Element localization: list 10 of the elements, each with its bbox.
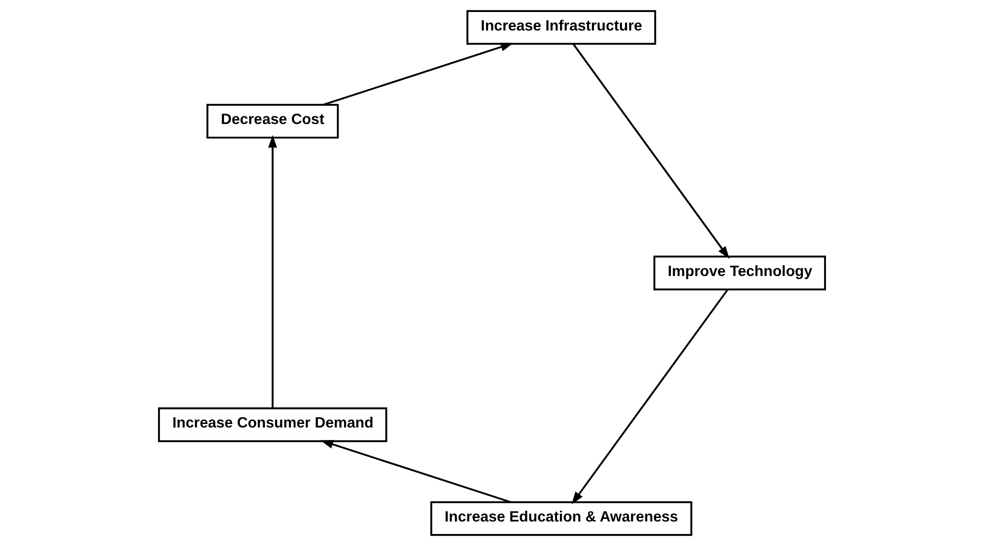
node-box: Decrease Cost (206, 104, 339, 139)
node-box: Improve Technology (653, 256, 826, 290)
arrow (572, 43, 730, 259)
arrow (572, 288, 728, 504)
node-box: Increase Education & Awareness (430, 501, 692, 536)
arrow (320, 440, 511, 503)
node-box: Increase Infrastructure (466, 10, 656, 45)
arrow (322, 42, 514, 106)
arrow (268, 134, 278, 408)
node-box: Increase Consumer Demand (158, 407, 388, 442)
